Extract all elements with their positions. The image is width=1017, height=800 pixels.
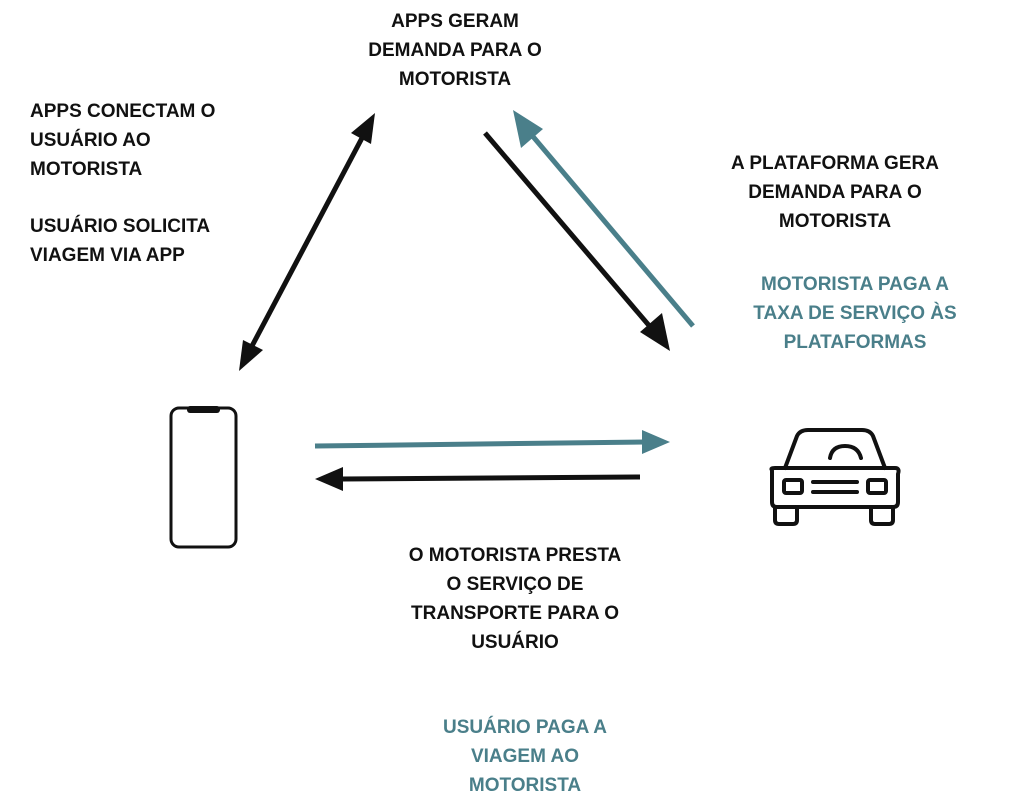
label-apps-connect-user: APPS CONECTAM O USUÁRIO AO MOTORISTA [30, 101, 216, 180]
arrow-apps-user-bidirectional [239, 113, 375, 371]
label-driver-pays-fee: MOTORISTA PAGA A TAXA DE SERVIÇO ÀS PLAT… [753, 274, 957, 353]
label-driver-provides-service: O MOTORISTA PRESTA O SERVIÇO DE TRANSPOR… [408, 545, 622, 653]
car-icon [769, 428, 901, 526]
arrow-driver-to-user [315, 467, 641, 491]
label-platform-generates-demand: A PLATAFORMA GERA DEMANDA PARA O MOTORIS… [731, 153, 939, 232]
arrow-driver-to-platforms [513, 110, 695, 328]
smartphone-icon [169, 406, 238, 549]
label-user-requests-trip: USUÁRIO SOLICITA VIAGEM VIA APP [30, 216, 211, 266]
label-user-pays-driver: USUÁRIO PAGA A VIAGEM AO MOTORISTA [443, 717, 607, 796]
label-apps-generate-demand: APPS GERAM DEMANDA PARA O MOTORISTA [368, 11, 542, 90]
arrow-user-to-driver [314, 430, 670, 454]
arrow-apps-to-driver [483, 131, 670, 351]
